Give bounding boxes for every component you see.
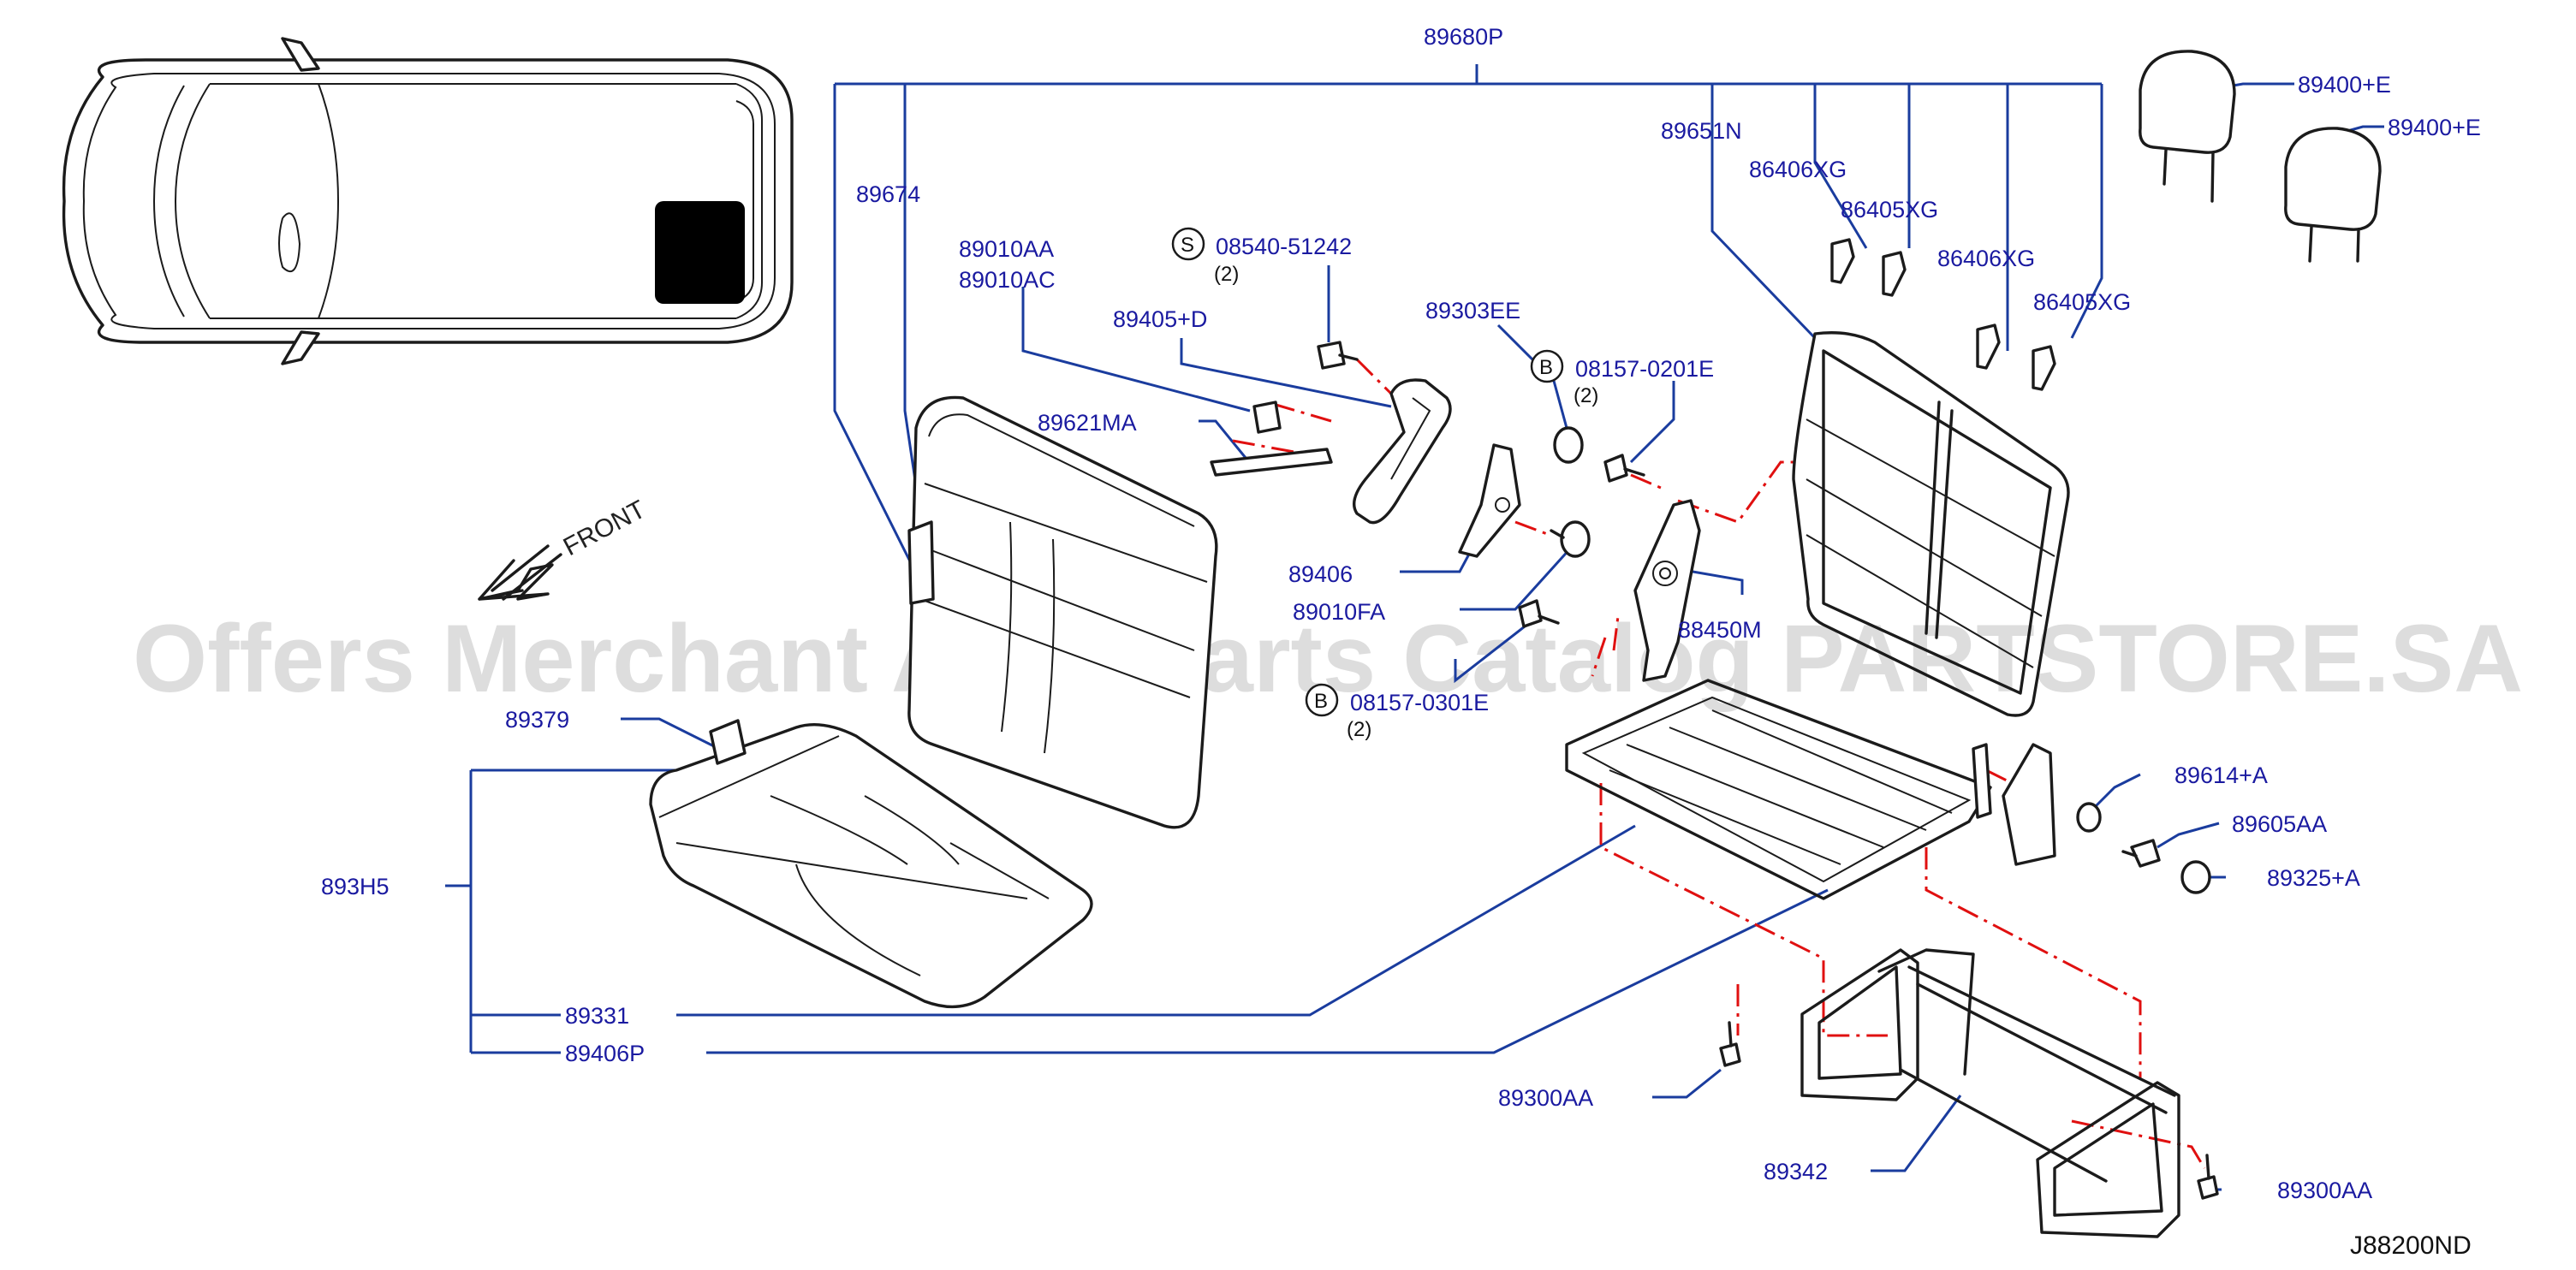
hardware-89614	[2076, 802, 2102, 833]
label-89605AA: 89605AA	[2232, 811, 2327, 837]
bolt-b-08157-0301E	[1518, 599, 1560, 628]
fastener-callout-b1: B 08157-0201E (2)	[1530, 349, 1714, 407]
label-86406XG-2: 86406XG	[1937, 246, 2035, 271]
label-893H5: 893H5	[321, 874, 390, 899]
label-89680P: 89680P	[1424, 24, 1503, 50]
bolt-89300AA-1	[1719, 1021, 1741, 1067]
b1-code: 08157-0201E	[1575, 356, 1714, 382]
b1-letter: B	[1539, 356, 1553, 379]
diagram-code: J88200ND	[2350, 1231, 2472, 1260]
leader-lines	[445, 64, 2384, 1191]
label-89325A: 89325+A	[2267, 865, 2360, 891]
part-labels: 89680P 89674 89010AA 89010AC 89405+D 896…	[321, 24, 2481, 1203]
headrest-2	[2284, 127, 2382, 263]
label-89405D: 89405+D	[1113, 306, 1207, 332]
fastener-callout-b2: B 08157-0301E (2)	[1305, 683, 1489, 741]
label-89400E-2: 89400+E	[2388, 115, 2481, 140]
label-89379: 89379	[505, 707, 569, 733]
label-88450M: 88450M	[1678, 617, 1762, 643]
s-code: 08540-51242	[1216, 234, 1352, 259]
headrest-guides	[1830, 238, 2056, 391]
label-89400E-1: 89400+E	[2298, 72, 2391, 98]
label-89342: 89342	[1764, 1159, 1828, 1184]
label-86405XG-1: 86405XG	[1841, 197, 1938, 223]
seat-legs-89342	[1800, 948, 2180, 1238]
label-89303EE: 89303EE	[1425, 298, 1520, 323]
label-89010AC: 89010AC	[959, 267, 1056, 293]
bolt-b-08157-0201E	[1603, 454, 1645, 483]
recliner-88450M	[1633, 499, 1701, 682]
hardware-89605AA	[2121, 839, 2161, 868]
b2-code: 08157-0301E	[1350, 690, 1489, 715]
label-89674: 89674	[856, 181, 920, 207]
cap-89325A	[2180, 860, 2211, 894]
label-89300AA-1: 89300AA	[1498, 1085, 1593, 1111]
b2-letter: B	[1314, 690, 1328, 713]
fastener-callout-s: S 08540-51242 (2)	[1171, 227, 1352, 286]
label-89651N: 89651N	[1661, 118, 1742, 144]
clip-89010FA	[1550, 520, 1591, 558]
clip-89010AA	[1252, 401, 1282, 434]
hinge-bracket-89405	[1353, 378, 1452, 525]
b2-qty: (2)	[1347, 718, 1371, 741]
label-89300AA-2: 89300AA	[2277, 1178, 2372, 1203]
bracket-89406	[1458, 443, 1521, 558]
vehicle-top-view	[62, 37, 794, 365]
bolt-89300AA-2	[2197, 1154, 2219, 1200]
headrest-1	[2139, 50, 2236, 203]
cover-89621MA	[1210, 448, 1333, 477]
label-89614A: 89614+A	[2174, 763, 2268, 788]
front-arrow: FRONT	[478, 496, 651, 601]
s-qty: (2)	[1214, 263, 1239, 286]
label-89621MA: 89621MA	[1038, 410, 1137, 436]
label-86405XG-2: 86405XG	[2033, 289, 2131, 315]
label-89406P: 89406P	[565, 1041, 645, 1066]
label-89406: 89406	[1288, 561, 1353, 587]
seat-location-marker	[655, 201, 745, 304]
label-89010AA: 89010AA	[959, 236, 1054, 262]
b1-qty: (2)	[1574, 384, 1598, 407]
seat-back-cushion	[907, 395, 1218, 829]
label-89010FA: 89010FA	[1293, 599, 1385, 625]
seat-cushion-frame	[1565, 679, 2056, 900]
seat-cushion	[649, 719, 1093, 1009]
seat-back-frame-89651N	[1792, 331, 2070, 717]
front-label: FRONT	[559, 496, 651, 562]
bolt-s-08540	[1317, 341, 1359, 370]
label-86406XG-1: 86406XG	[1749, 157, 1847, 182]
cap-89303EE	[1553, 426, 1584, 464]
label-89331: 89331	[565, 1003, 629, 1029]
s-letter: S	[1181, 234, 1194, 257]
